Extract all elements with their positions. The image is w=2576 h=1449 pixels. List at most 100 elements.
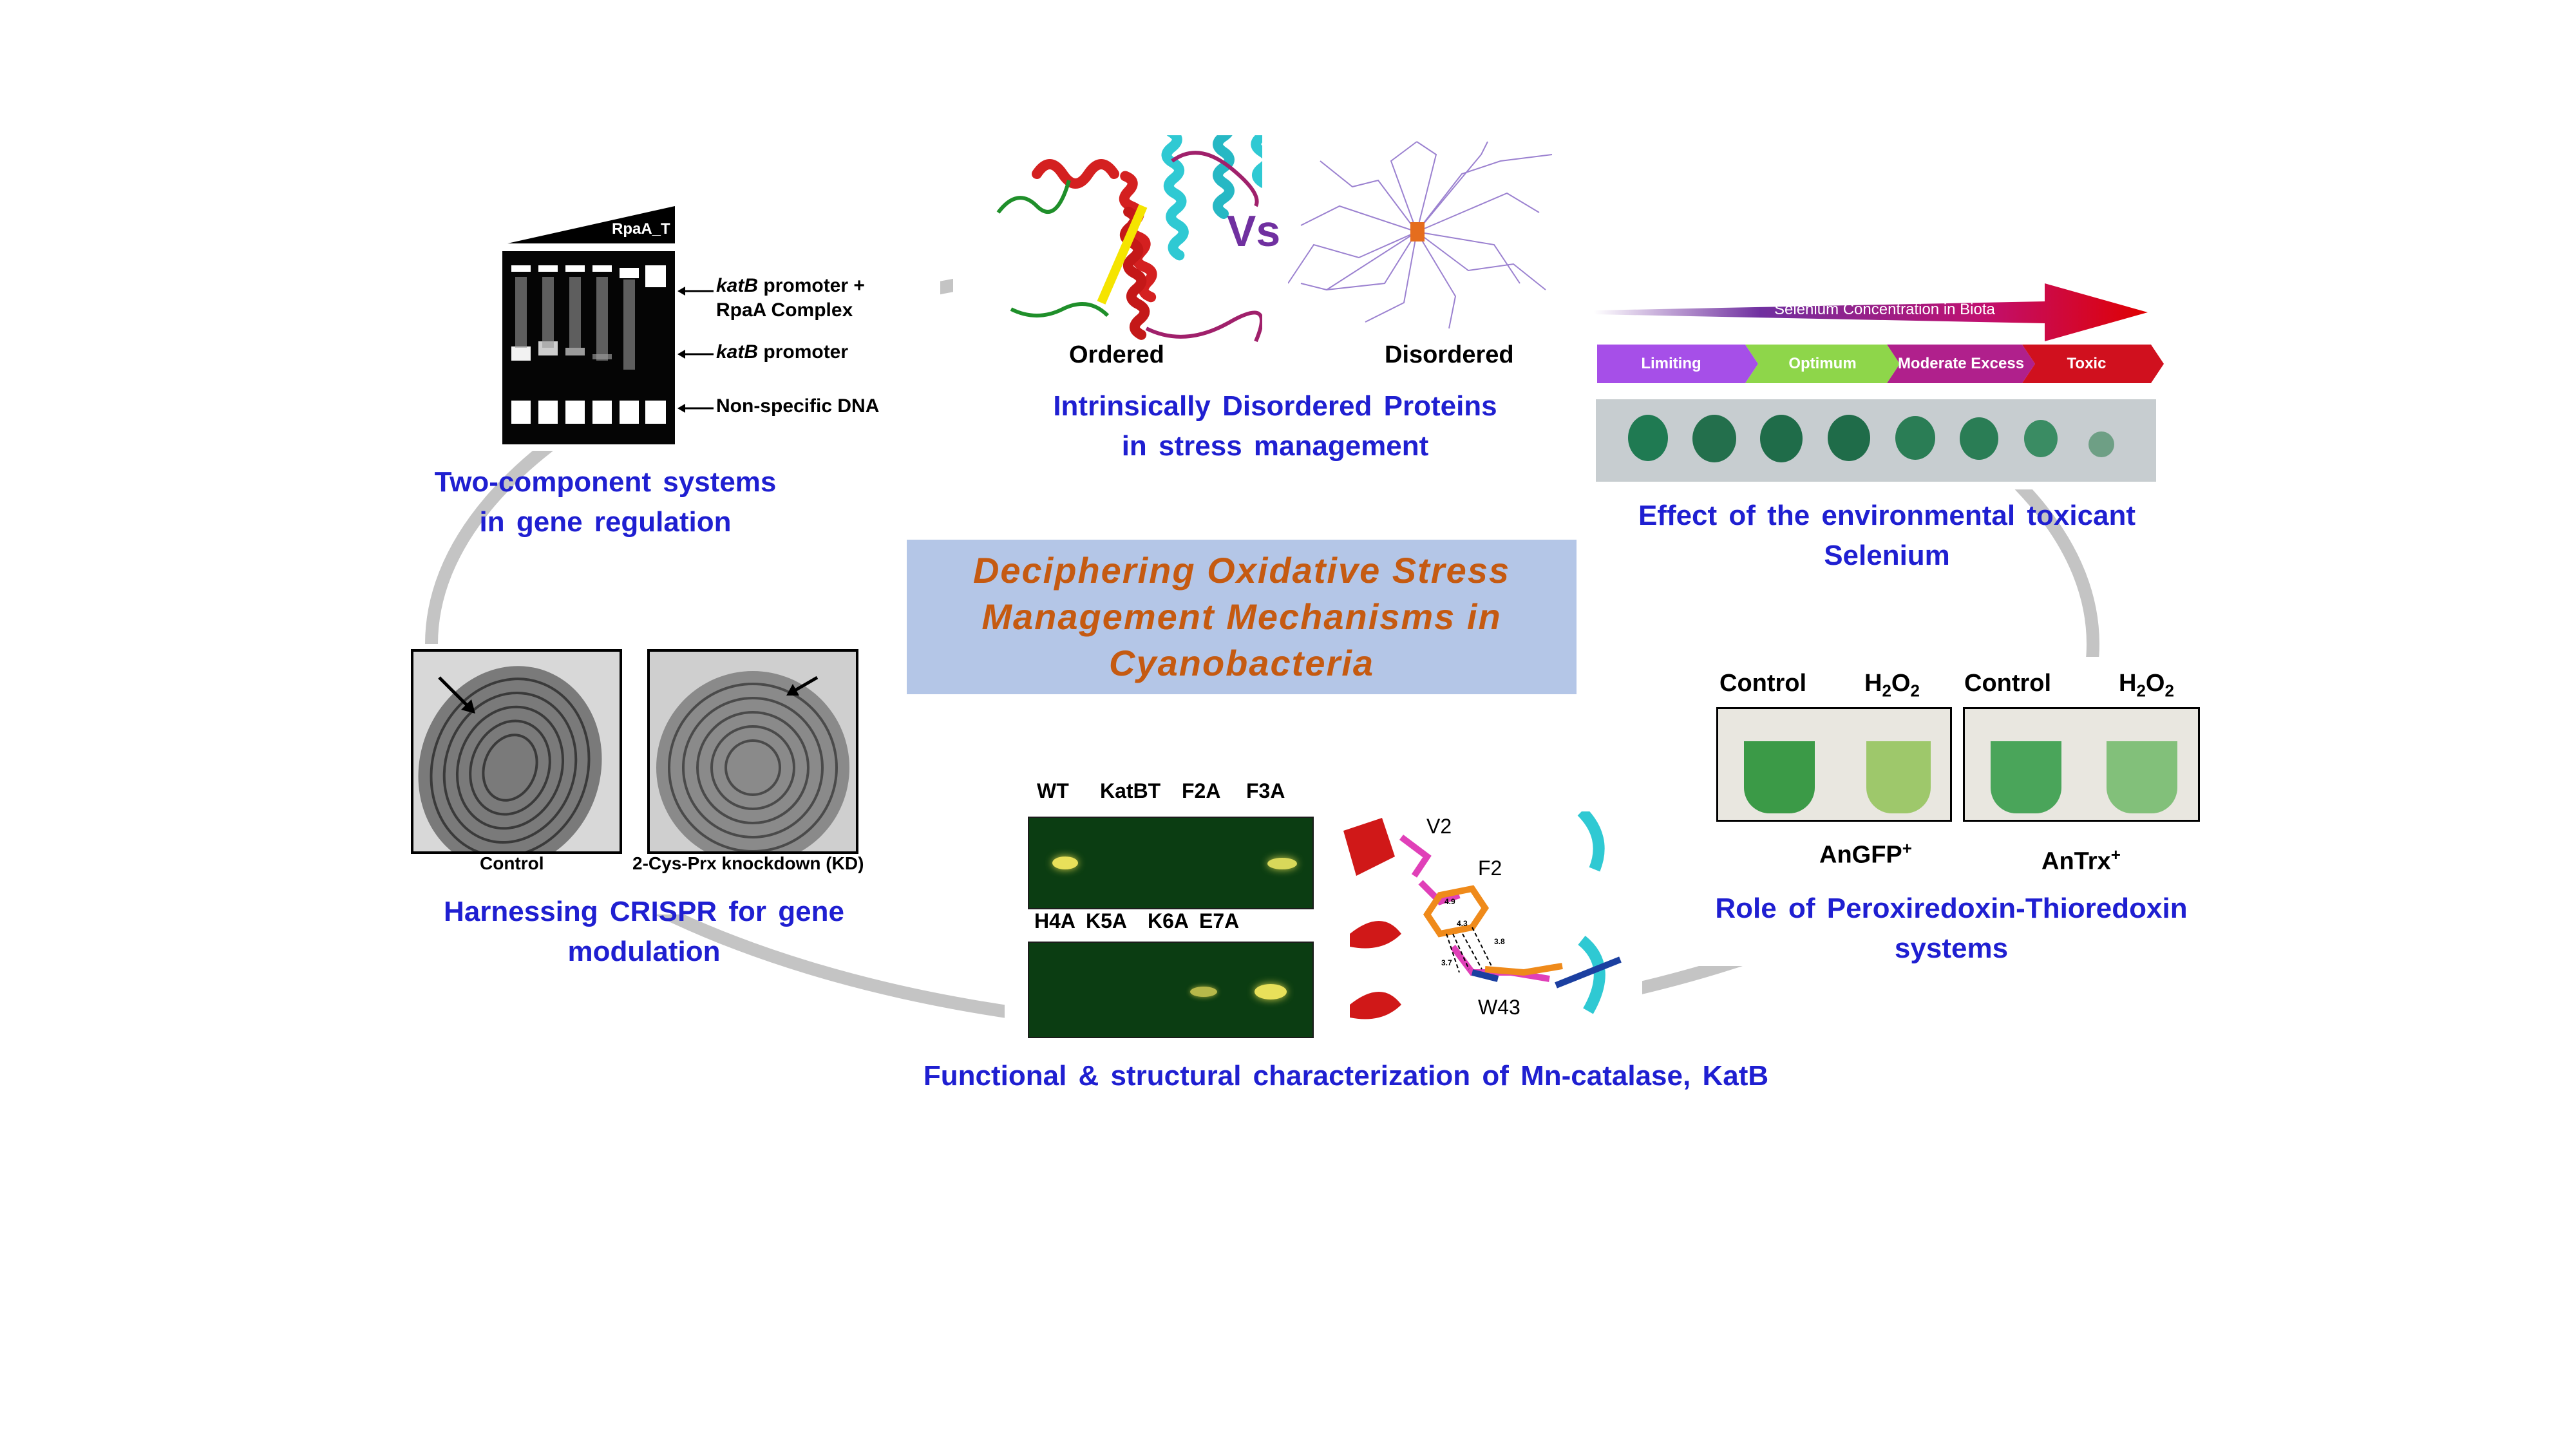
band-arrow-1 — [677, 287, 714, 296]
antrx-tube-photo — [1963, 707, 2200, 822]
disordered-label: Disordered — [1385, 341, 1514, 368]
crispr-caption-line-2: modulation — [567, 936, 721, 967]
antrx-text: AnTrx — [2041, 848, 2111, 875]
prx-h2o2-label-1: H2O2 — [1864, 670, 1920, 701]
colony — [2088, 431, 2114, 457]
stage-toxic: Toxic — [2067, 355, 2107, 372]
band-label-complex: katB promoter + RpaA Complex — [716, 274, 865, 323]
colony — [1760, 415, 1803, 462]
h2o2-sub-1a: 2 — [1882, 681, 1891, 701]
band-label-nonspecific: Non-specific DNA — [716, 395, 880, 417]
tube-control-angfp — [1744, 741, 1815, 813]
residue-w43: W43 — [1478, 996, 1520, 1019]
ordered-protein-structure — [996, 135, 1262, 343]
distance-1: 4.9 — [1444, 897, 1455, 906]
h2o2-h-1: H — [1864, 670, 1882, 697]
tube-control-antrx — [1991, 741, 2061, 813]
angfp-tube-photo — [1716, 707, 1952, 822]
distance-4: 3.7 — [1441, 958, 1452, 967]
idp-panel: Ordered Vs Disordered — [953, 122, 1597, 464]
gel-band-f3a — [1267, 858, 1297, 869]
katb-italic-2: katB — [716, 341, 759, 363]
em-control-label: Control — [480, 853, 544, 873]
band-1-text: promoter + — [758, 275, 865, 296]
lane-katbt: KatBT — [1100, 779, 1161, 802]
h2o2-o-1: O — [1891, 670, 1911, 697]
center-title: Deciphering Oxidative Stress Management … — [907, 547, 1577, 687]
distance-2: 4.3 — [1457, 919, 1468, 928]
activity-gel-top — [1028, 817, 1314, 909]
tcs-caption-line-2: in gene regulation — [479, 506, 732, 538]
band-2-text: promoter — [758, 341, 849, 363]
em-control-image — [411, 649, 622, 854]
selenium-caption-line-1: Effect of the environmental toxicant — [1638, 500, 2136, 531]
selenium-caption-line-2: Selenium — [1824, 540, 1950, 571]
band-arrow-2 — [677, 350, 714, 359]
center-title-box: Deciphering Oxidative Stress Management … — [907, 540, 1577, 694]
prx-control-label-1: Control — [1719, 670, 1807, 697]
lane-k5a: K5A — [1086, 909, 1128, 933]
selenium-concentration-arrow — [1594, 283, 2148, 341]
center-title-line-3: Cyanobacteria — [1109, 643, 1374, 683]
em-kd-image — [647, 649, 858, 854]
em-kd-cell — [650, 652, 856, 851]
center-title-line-2: Management Mechanisms in — [981, 596, 1502, 637]
band-label-promoter: katB promoter — [716, 341, 848, 363]
angfp-text: AnGFP — [1819, 841, 1902, 869]
em-kd-label: 2-Cys-Prx knockdown (KD) — [632, 853, 864, 873]
stage-optimum: Optimum — [1788, 355, 1857, 372]
lane-e7a: E7A — [1199, 909, 1240, 933]
lane-wt: WT — [1037, 779, 1069, 802]
strain-label-antrx: AnTrx+ — [2041, 845, 2121, 876]
prx-caption-line-2: systems — [1894, 933, 2009, 964]
tcs-caption-line-1: Two-component systems — [434, 466, 777, 498]
colony — [1960, 417, 1998, 460]
tcs-caption: Two-component systems in gene regulation — [386, 462, 824, 542]
gel-band-e7a — [1255, 984, 1287, 999]
colony — [2024, 420, 2058, 457]
selenium-arrow-label: Selenium Concentration in Biota — [1774, 301, 1995, 318]
angfp-plus: + — [1902, 838, 1912, 858]
residue-v2: V2 — [1426, 815, 1452, 838]
disordered-protein-structure — [1288, 141, 1553, 329]
lane-k6a: K6A — [1148, 909, 1189, 933]
rpaa-gradient-wedge — [507, 206, 675, 243]
katb-caption: Functional & structural characterization… — [923, 1060, 1769, 1092]
band-arrow-3 — [677, 404, 714, 413]
lane-f2a: F2A — [1182, 779, 1221, 802]
idp-caption: Intrinsically Disordered Proteins in str… — [953, 386, 1597, 466]
selenium-colony-plate — [1596, 399, 2156, 482]
vs-label: Vs — [1227, 207, 1281, 256]
katb-structure-closeup — [1343, 811, 1622, 1019]
prx-caption: Role of Peroxiredoxin-Thioredoxin system… — [1674, 889, 2228, 969]
h2o2-sub-2b: 2 — [2164, 681, 2174, 701]
idp-caption-line-1: Intrinsically Disordered Proteins — [1053, 390, 1497, 422]
emsa-gel-bands — [511, 265, 666, 424]
residue-f2: F2 — [1478, 857, 1502, 880]
selenium-caption: Effect of the environmental toxicant Sel… — [1571, 496, 2202, 576]
strain-label-angfp: AnGFP+ — [1819, 838, 1912, 869]
colony — [1828, 415, 1870, 461]
ordered-label: Ordered — [1069, 341, 1164, 368]
band-1-line-2: RpaA Complex — [716, 299, 853, 321]
tube-h2o2-antrx — [2107, 741, 2177, 813]
h2o2-sub-1b: 2 — [1910, 681, 1920, 701]
lane-f3a: F3A — [1246, 779, 1285, 802]
tube-h2o2-angfp — [1866, 741, 1931, 813]
distance-3: 3.8 — [1494, 937, 1505, 946]
prx-control-label-2: Control — [1964, 670, 2052, 697]
activity-gel-bottom — [1028, 942, 1314, 1038]
crispr-caption: Harnessing CRISPR for gene modulation — [412, 892, 876, 972]
prx-caption-line-1: Role of Peroxiredoxin-Thioredoxin — [1715, 893, 2188, 924]
colony — [1628, 415, 1668, 461]
stage-limiting: Limiting — [1641, 355, 1701, 372]
h2o2-sub-2a: 2 — [2136, 681, 2146, 701]
gel-band-k6a — [1190, 987, 1217, 997]
idp-caption-line-2: in stress management — [1121, 430, 1429, 462]
gel-band-wt — [1052, 857, 1078, 869]
em-control-cell — [413, 652, 620, 851]
emsa-gel — [502, 251, 675, 444]
h2o2-o-2: O — [2145, 670, 2165, 697]
selenium-stage-chevrons — [1597, 345, 2164, 383]
colony — [1692, 415, 1736, 462]
